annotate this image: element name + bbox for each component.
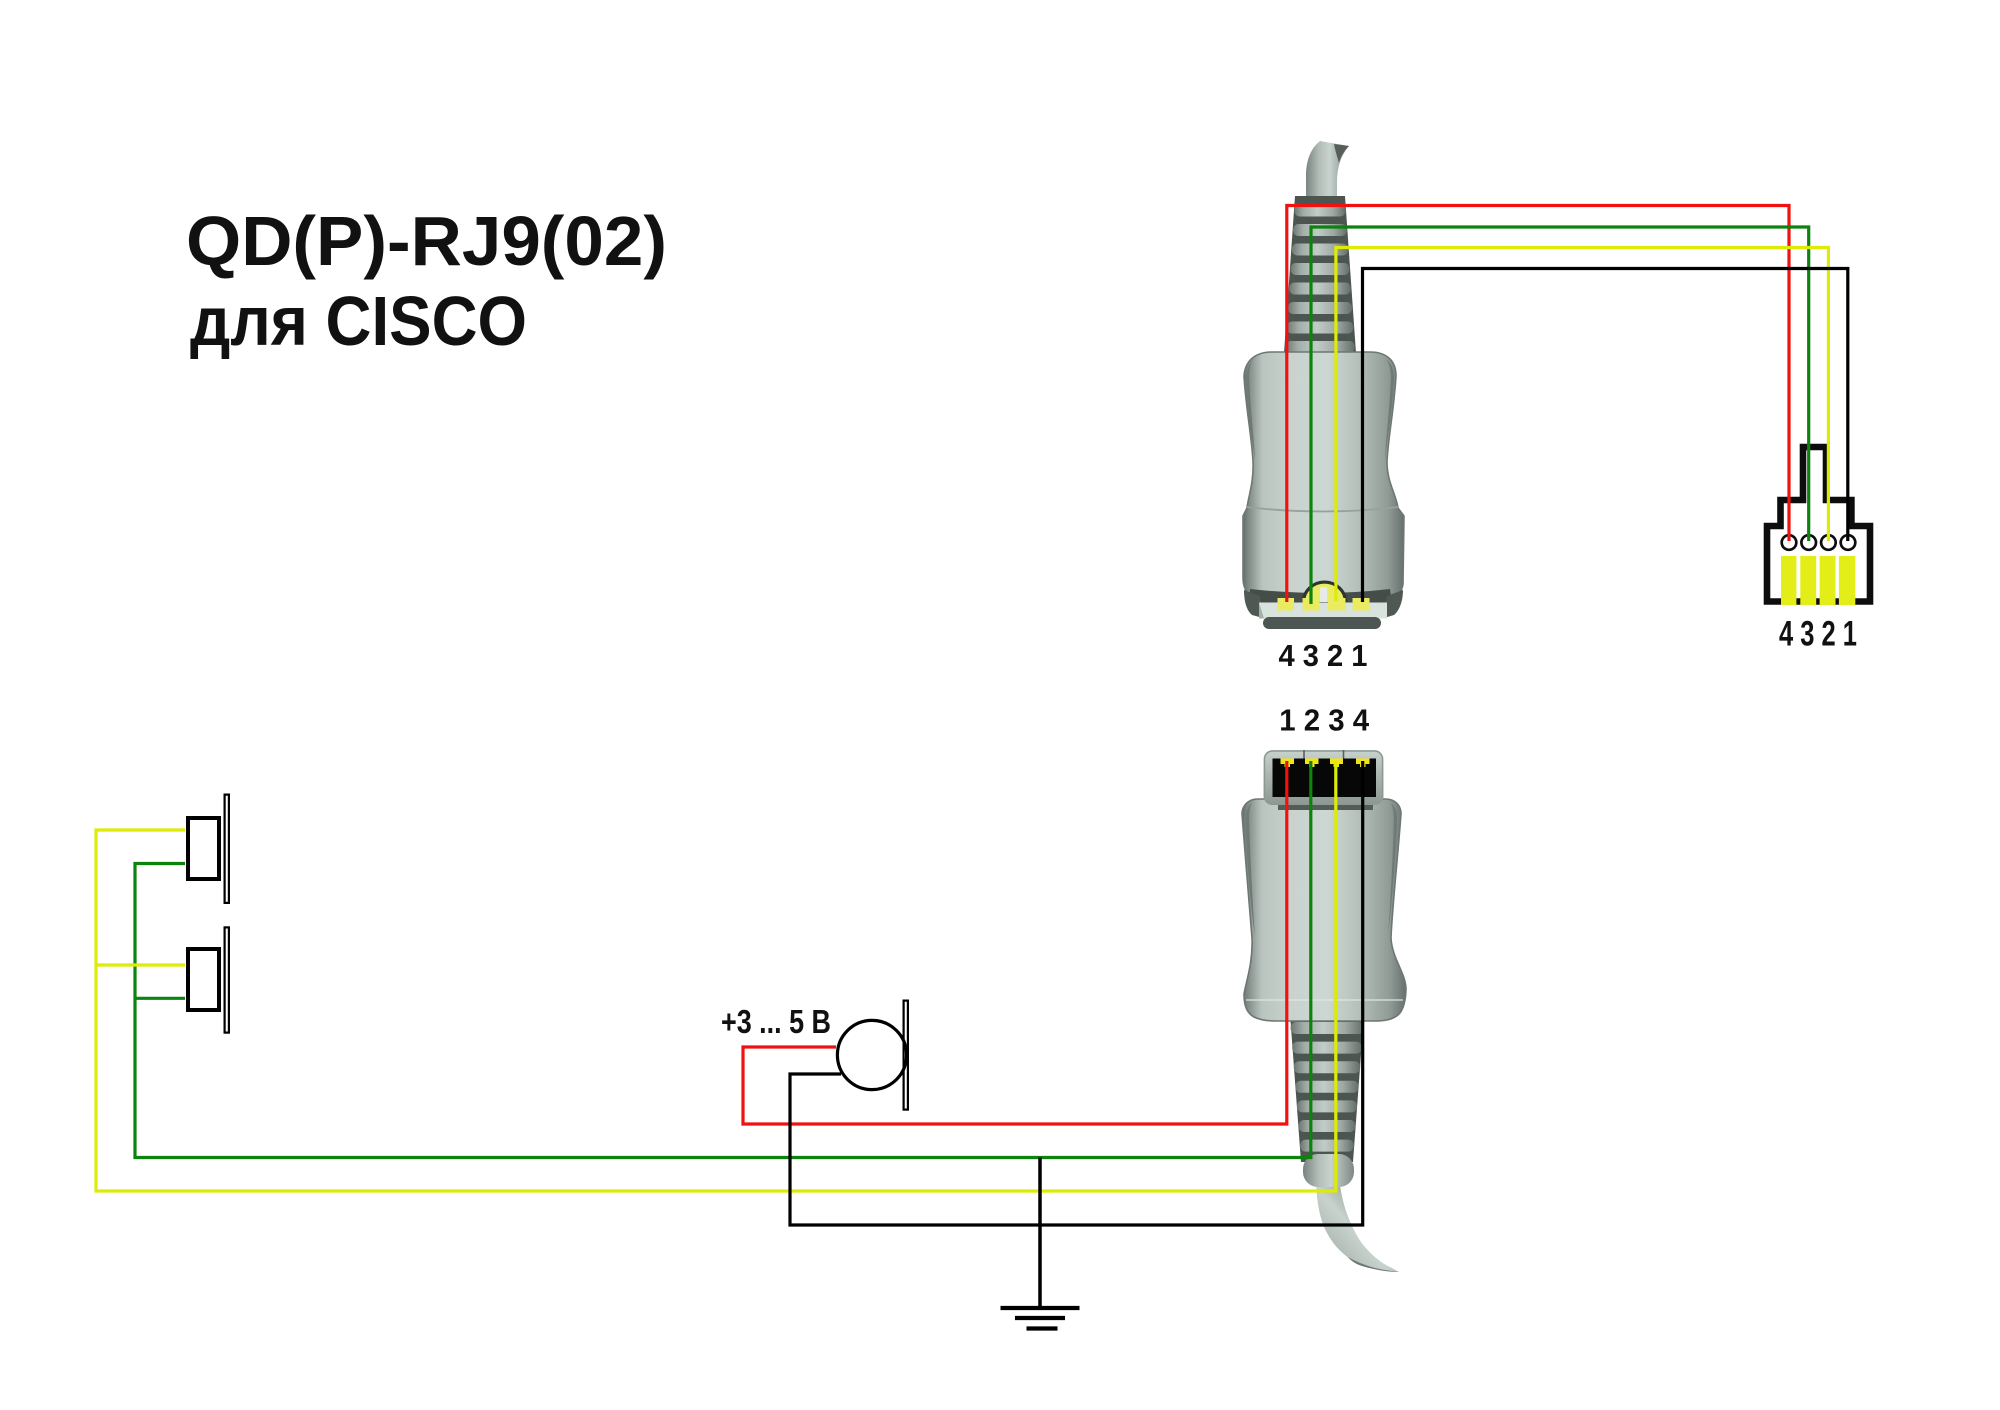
svg-text:+3 ... 5 В: +3 ... 5 В bbox=[721, 1003, 831, 1040]
svg-text:4 3 2 1: 4 3 2 1 bbox=[1779, 615, 1857, 654]
svg-text:4 3 2 1: 4 3 2 1 bbox=[1279, 638, 1368, 673]
svg-text:для CISCO: для CISCO bbox=[190, 282, 527, 360]
svg-text:QD(P)-RJ9(02): QD(P)-RJ9(02) bbox=[186, 202, 667, 280]
svg-text:1 2 3 4: 1 2 3 4 bbox=[1279, 703, 1370, 738]
